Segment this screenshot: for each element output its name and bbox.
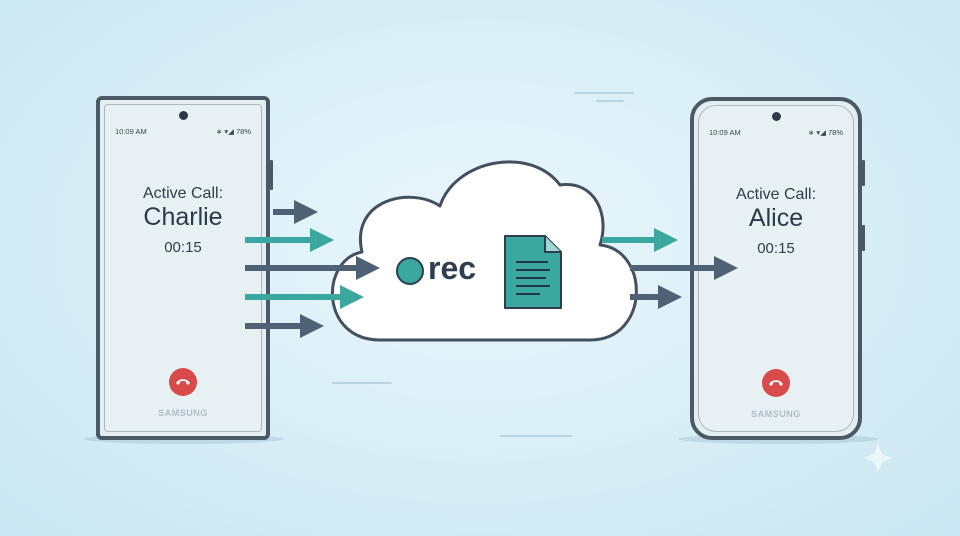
decorative-dash (500, 435, 572, 437)
left-phone-screen: 10:09 AM ∗ ▾◢ 78% Active Call: Charlie 0… (104, 104, 262, 432)
brand-label: SAMSUNG (751, 409, 801, 419)
status-icons: ∗ ▾◢ 78% (808, 128, 843, 137)
caller-name: Alice (748, 204, 804, 232)
status-icons: ∗ ▾◢ 78% (216, 127, 251, 136)
call-title: Active Call: (735, 186, 817, 203)
call-duration: 00:15 (164, 239, 202, 256)
left-phone: 10:09 AM ∗ ▾◢ 78% Active Call: Charlie 0… (96, 96, 270, 440)
decorative-dash (596, 100, 624, 102)
phone-hangup-icon (769, 380, 783, 386)
decorative-dash (332, 382, 392, 384)
camera-icon (771, 112, 781, 121)
camera-icon (178, 111, 188, 120)
side-button (270, 160, 273, 190)
record-dot-icon (396, 257, 424, 285)
phone-hangup-icon (176, 379, 190, 385)
side-button (862, 160, 865, 186)
side-button (862, 225, 865, 251)
document-icon (504, 235, 562, 309)
status-time: 10:09 AM (115, 127, 147, 136)
end-call-button[interactable] (169, 368, 197, 396)
brand-label: SAMSUNG (158, 408, 208, 418)
rec-label: rec (428, 250, 477, 286)
call-title: Active Call: (142, 185, 224, 202)
end-call-button[interactable] (762, 369, 790, 397)
status-time: 10:09 AM (709, 128, 741, 137)
sparkle-icon (864, 444, 892, 472)
decorative-dash (574, 92, 634, 94)
call-duration: 00:15 (757, 240, 795, 257)
caller-name: Charlie (143, 203, 223, 231)
cloud-shape (331, 160, 638, 342)
